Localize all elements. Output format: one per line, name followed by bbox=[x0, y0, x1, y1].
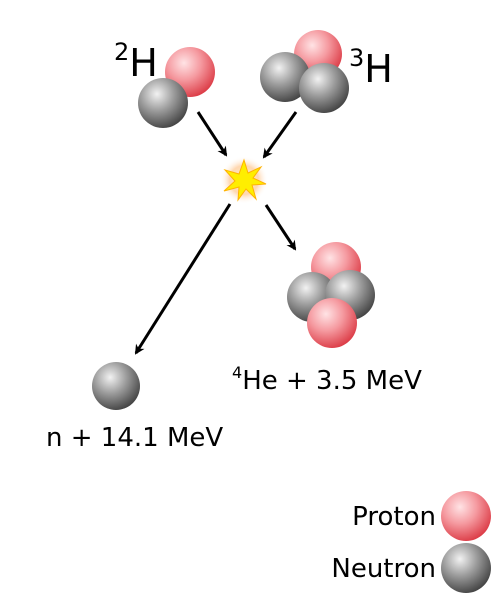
legend: Proton Neutron bbox=[331, 491, 491, 593]
free-neutron bbox=[92, 362, 140, 410]
legend-neutron-label: Neutron bbox=[331, 554, 436, 584]
deuterium-nucleus bbox=[138, 47, 215, 128]
helium-arrow bbox=[264, 204, 297, 251]
proton-sphere bbox=[307, 298, 357, 348]
tritium-nucleus bbox=[260, 30, 349, 113]
helium-label: 4He + 3.5 MeV bbox=[232, 363, 422, 396]
neutron-energy-label: n + 14.1 MeV bbox=[46, 423, 223, 453]
tritium-arrow bbox=[262, 111, 298, 159]
helium-nucleus bbox=[287, 242, 375, 348]
tritium-mass-number: 3 bbox=[349, 44, 364, 72]
neutron-sphere bbox=[260, 52, 310, 102]
deuterium-mass-number: 2 bbox=[114, 38, 129, 66]
deuterium-arrow bbox=[196, 111, 228, 157]
deuterium-symbol: H bbox=[129, 41, 158, 85]
legend-neutron-swatch bbox=[441, 543, 491, 593]
helium-mass-number: 4 bbox=[232, 363, 242, 382]
helium-energy: He + 3.5 MeV bbox=[242, 366, 422, 396]
neutron-sphere bbox=[299, 63, 349, 113]
tritium-symbol: H bbox=[364, 47, 393, 91]
fusion-flash-icon bbox=[220, 156, 268, 204]
deuterium-label: 2H bbox=[114, 38, 158, 85]
neutron-arrow bbox=[134, 203, 232, 355]
neutron-sphere bbox=[138, 78, 188, 128]
legend-proton-label: Proton bbox=[352, 502, 436, 532]
tritium-label: 3H bbox=[349, 44, 393, 91]
legend-proton-swatch bbox=[441, 491, 491, 541]
